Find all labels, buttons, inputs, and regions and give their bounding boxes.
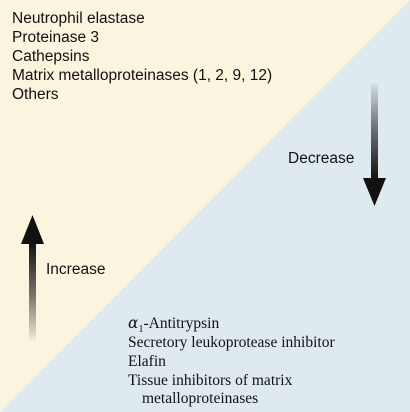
alpha-symbol: α [128,314,139,332]
protease-item: Cathepsins [12,48,90,65]
down-arrow-icon [363,178,386,206]
protease-item: Others [12,86,59,103]
antiprotease-item: Secretory leukoprotease inhibitor [128,334,335,351]
decrease-arrow-shaft [371,84,378,180]
antiprotease-item: metalloproteinases [142,390,258,407]
protease-list: Neutrophil elastase Proteinase 3 Catheps… [12,10,272,103]
antiprotease-item: Tissue inhibitors of matrix [128,372,293,389]
increase-arrow [21,215,44,340]
increase-arrow-shaft [29,243,36,340]
antiprotease-item: Elafin [128,353,166,370]
antiprotease-item: α1-Antitrypsin [128,314,219,335]
up-arrow-icon [21,215,44,244]
protease-item: Matrix metalloproteinases (1, 2, 9, 12) [12,67,272,84]
decrease-label: Decrease [288,150,354,167]
protease-item: Proteinase 3 [12,29,99,46]
protease-item: Neutrophil elastase [12,10,145,27]
antiprotease-list: α1-Antitrypsin Secretory leukoprotease i… [128,314,335,407]
decrease-arrow [363,84,386,206]
alpha-subscript: 1 [138,324,143,335]
increase-label: Increase [46,261,105,278]
antitrypsin-text: -Antitrypsin [143,315,219,332]
